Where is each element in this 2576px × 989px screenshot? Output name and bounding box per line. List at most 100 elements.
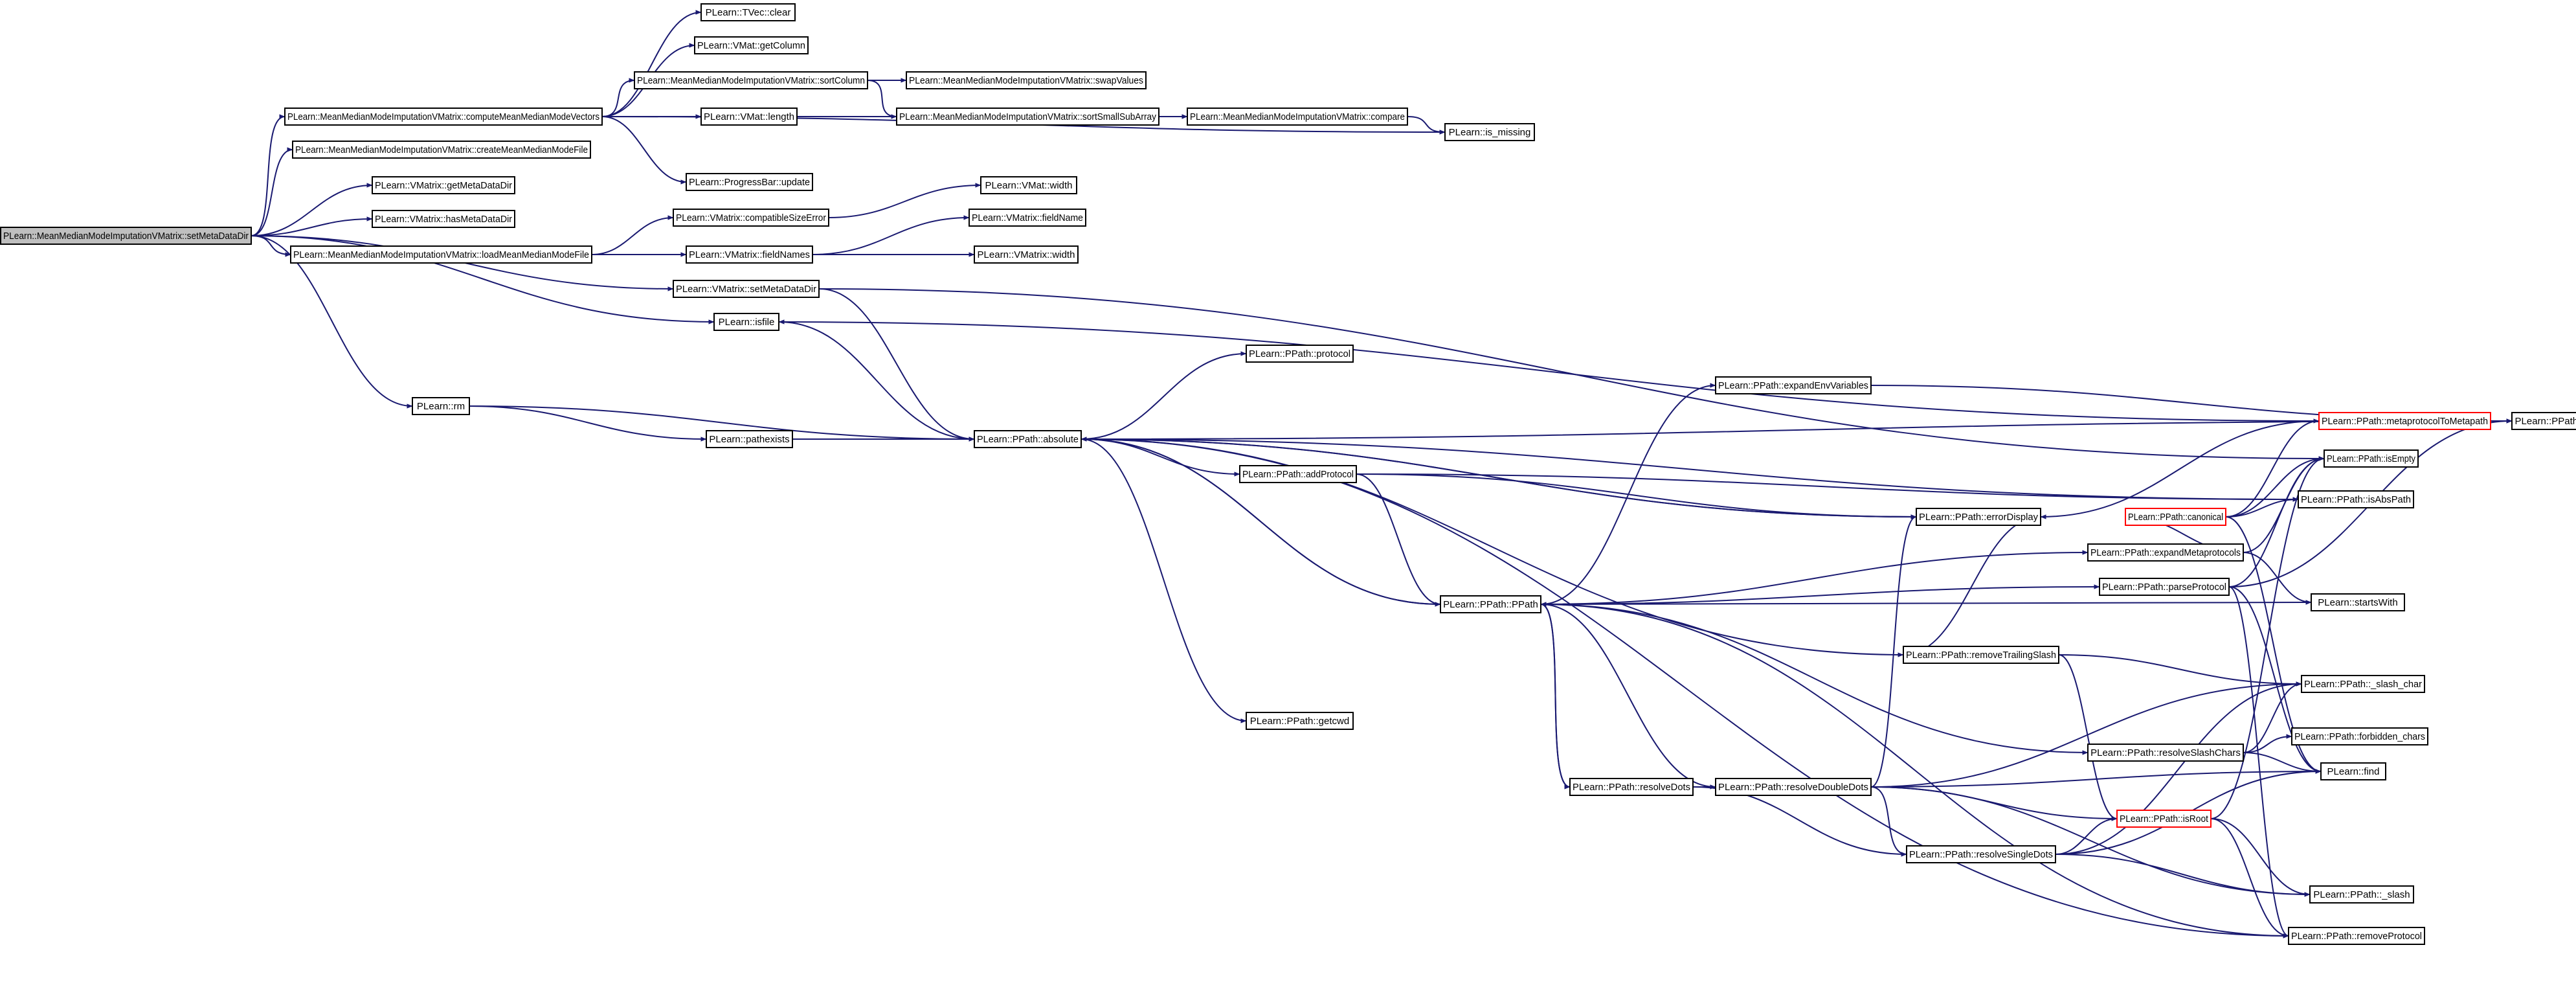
node-parseprotocol[interactable]: PLearn::PPath::parseProtocol — [2099, 578, 2230, 596]
node-box — [1569, 778, 1694, 796]
node-computevectors[interactable]: PLearn::MeanMedianModeImputationVMatrix:… — [284, 108, 603, 126]
edge-canonical-to-isabspath — [2225, 497, 2299, 517]
node-label: PLearn::MeanMedianModeImputationVMatrix:… — [293, 249, 589, 260]
node-label: PLearn::MeanMedianModeImputationVMatrix:… — [287, 111, 599, 122]
node-is-missing[interactable]: PLearn::is_missing — [1444, 123, 1535, 141]
node-box — [2087, 744, 2244, 762]
node-getenv[interactable]: PLearn::PPath::getenv — [2511, 412, 2576, 430]
edge-root-to-rm — [251, 235, 413, 409]
node-box — [694, 36, 809, 54]
node-slash[interactable]: PLearn::PPath::_slash — [2309, 885, 2414, 904]
edge-root-to-createfile — [251, 147, 293, 236]
node-getmetadatadir[interactable]: PLearn::VMatrix::getMetaDataDir — [372, 176, 515, 194]
edge-parseprotocol-to-isempty — [2228, 456, 2325, 587]
edge-canonical-to-find — [2225, 516, 2322, 774]
node-expandenvvariables[interactable]: PLearn::PPath::expandEnvVariables — [1715, 376, 1872, 394]
node-getcwd[interactable]: PLearn::PPath::getcwd — [1246, 712, 1354, 730]
node-resolvedoubledots[interactable]: PLearn::PPath::resolveDoubleDots — [1715, 778, 1872, 796]
edge-resolvedoubledots-to-slash — [1870, 786, 2311, 897]
edge-resolvedots-to-ppath — [1540, 602, 1571, 788]
node-isroot[interactable]: PLearn::PPath::isRoot — [2116, 810, 2212, 828]
node-box — [673, 280, 820, 298]
edge-ppath-to-parseprotocol — [1540, 584, 2100, 605]
node-isabspath[interactable]: PLearn::PPath::isAbsPath — [2298, 490, 2414, 508]
node-vmatrix-width[interactable]: PLearn::VMatrix::width — [974, 245, 1079, 264]
edge-ppath-to-startswith — [1540, 600, 2312, 605]
node-tvec-clear[interactable]: PLearn::TVec::clear — [700, 3, 796, 21]
edge-ppath-to-expandenvvariables — [1540, 383, 1716, 605]
edge-resolvesingledots-to-slash-char — [2055, 681, 2302, 855]
node-vmat-length[interactable]: PLearn::VMat::length — [700, 108, 798, 126]
node-vmat-width[interactable]: PLearn::VMat::width — [980, 176, 1077, 194]
node-label: PLearn::MeanMedianModeImputationVMatrix:… — [909, 75, 1143, 86]
node-absolute[interactable]: PLearn::PPath::absolute — [974, 430, 1082, 448]
edge-metaprotocoltometapath-to-errordisplay — [2040, 420, 2320, 519]
node-box — [412, 397, 470, 415]
node-canonical[interactable]: PLearn::PPath::canonical — [2125, 508, 2226, 526]
node-removetrailingslash[interactable]: PLearn::PPath::removeTrailingSlash — [1903, 646, 2059, 664]
node-addprotocol[interactable]: PLearn::PPath::addProtocol — [1239, 465, 1357, 483]
node-errordisplay[interactable]: PLearn::PPath::errorDisplay — [1916, 508, 2041, 526]
node-swapvalues[interactable]: PLearn::MeanMedianModeImputationVMatrix:… — [906, 71, 1147, 89]
node-slash-char[interactable]: PLearn::PPath::_slash_char — [2301, 675, 2425, 693]
node-loadfile[interactable]: PLearn::MeanMedianModeImputationVMatrix:… — [290, 245, 592, 264]
node-expandmetaprotocols[interactable]: PLearn::PPath::expandMetaprotocols — [2087, 543, 2244, 562]
node-forbidden-chars[interactable]: PLearn::PPath::forbidden_chars — [2291, 727, 2428, 745]
node-label: PLearn::PPath::getenv — [2515, 416, 2576, 427]
node-find[interactable]: PLearn::find — [2320, 762, 2386, 780]
node-box — [969, 209, 1086, 227]
node-metaprotocoltometapath[interactable]: PLearn::PPath::metaprotocolToMetapath — [2318, 412, 2491, 430]
node-box — [906, 71, 1147, 89]
node-label: PLearn::PPath::protocol — [1249, 348, 1350, 359]
node-startswith[interactable]: PLearn::startsWith — [2311, 593, 2405, 611]
node-label: PLearn::PPath::removeProtocol — [2291, 931, 2422, 942]
node-vmat-getcolumn[interactable]: PLearn::VMat::getColumn — [694, 36, 809, 54]
node-vmatrix-setmetadatadir[interactable]: PLearn::VMatrix::setMetaDataDir — [673, 280, 820, 298]
edge-compatiblesizeerror-to-vmat-width — [828, 183, 981, 218]
node-label: PLearn::PPath::metaprotocolToMetapath — [2322, 416, 2488, 427]
node-box — [974, 245, 1079, 264]
node-box — [1440, 595, 1541, 613]
node-fieldname[interactable]: PLearn::VMatrix::fieldName — [969, 209, 1086, 227]
node-label: PLearn::PPath::resolveDots — [1573, 782, 1690, 793]
node-label: PLearn::PPath::isEmpty — [2327, 453, 2415, 464]
node-progressbar-update[interactable]: PLearn::ProgressBar::update — [686, 173, 813, 191]
node-box — [713, 313, 779, 331]
call-nodes: PLearn::MeanMedianModeImputationVMatrix:… — [0, 3, 2576, 945]
node-label: PLearn::MeanMedianModeImputationVMatrix:… — [295, 144, 588, 155]
edge-vmatrix-setmetadatadir-to-absolute — [818, 288, 975, 442]
node-rm[interactable]: PLearn::rm — [412, 397, 470, 415]
node-label: PLearn::PPath::errorDisplay — [1919, 512, 2038, 523]
node-removeprotocol[interactable]: PLearn::PPath::removeProtocol — [2288, 927, 2425, 945]
node-resolvesingledots[interactable]: PLearn::PPath::resolveSingleDots — [1906, 845, 2056, 863]
node-root[interactable]: PLearn::MeanMedianModeImputationVMatrix:… — [0, 227, 252, 245]
node-ppath[interactable]: PLearn::PPath::PPath — [1440, 595, 1541, 613]
edge-resolvedoubledots-to-resolvesingledots — [1870, 786, 1907, 857]
node-label: PLearn::PPath::_slash — [2313, 889, 2410, 900]
node-hasmetadatadir[interactable]: PLearn::VMatrix::hasMetaDataDir — [372, 210, 515, 228]
edge-rm-to-absolute — [469, 405, 975, 442]
node-compare[interactable]: PLearn::MeanMedianModeImputationVMatrix:… — [1187, 108, 1408, 126]
node-resolvedots[interactable]: PLearn::PPath::resolveDots — [1569, 778, 1694, 796]
node-pathexists[interactable]: PLearn::pathexists — [706, 430, 793, 448]
node-isempty[interactable]: PLearn::PPath::isEmpty — [2324, 449, 2419, 468]
edge-isroot-to-slash — [2210, 818, 2311, 897]
edge-root-to-isfile — [251, 235, 715, 324]
node-createfile[interactable]: PLearn::MeanMedianModeImputationVMatrix:… — [292, 141, 591, 159]
node-sortsmallsubarray[interactable]: PLearn::MeanMedianModeImputationVMatrix:… — [896, 108, 1159, 126]
node-box — [700, 108, 798, 126]
node-resolveslashchars[interactable]: PLearn::PPath::resolveSlashChars — [2087, 744, 2244, 762]
node-compatiblesizeerror[interactable]: PLearn::VMatrix::compatibleSizeError — [673, 209, 829, 227]
node-ppath-protocol[interactable]: PLearn::PPath::protocol — [1246, 345, 1354, 363]
node-label: PLearn::PPath::canonical — [2128, 512, 2223, 523]
edge-resolvesingledots-to-slash — [2055, 854, 2311, 897]
node-isfile[interactable]: PLearn::isfile — [713, 313, 779, 331]
node-sortcolumn[interactable]: PLearn::MeanMedianModeImputationVMatrix:… — [634, 71, 868, 89]
node-fieldnames[interactable]: PLearn::VMatrix::fieldNames — [686, 245, 813, 264]
node-box — [2298, 490, 2414, 508]
edge-root-to-computevectors — [251, 114, 286, 236]
edge-removeprotocol-to-ppath — [1540, 602, 2289, 937]
node-label: PLearn::VMatrix::hasMetaDataDir — [375, 214, 512, 225]
node-box — [673, 209, 829, 227]
